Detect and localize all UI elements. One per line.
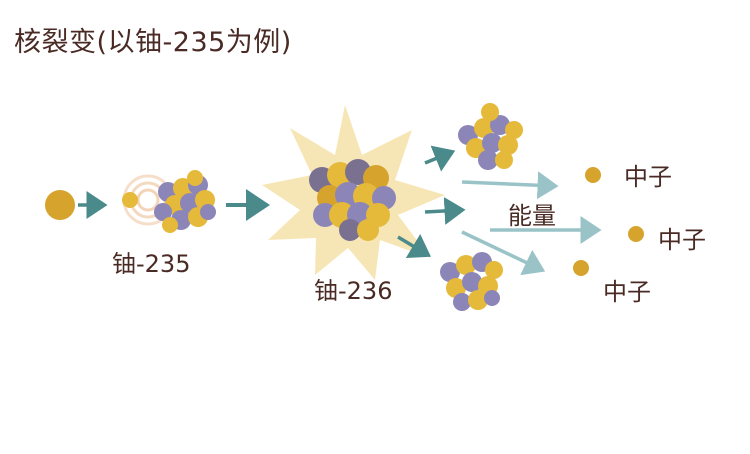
- neutron-label-3: 中子: [603, 278, 651, 306]
- u235-nucleus: [154, 170, 216, 233]
- u236-nucleus: [309, 159, 396, 241]
- neutron-2: [628, 226, 644, 242]
- incoming-neutron: [45, 190, 75, 220]
- energy-label: 能量: [508, 202, 556, 230]
- arrow-to-lower-fragment: [397, 233, 432, 259]
- absorbed-neutron: [122, 192, 138, 208]
- neutron-label-2: 中子: [658, 226, 706, 254]
- neutron-3: [573, 260, 589, 276]
- neutron-label-1: 中子: [624, 163, 672, 191]
- energy-arrow-upper: [461, 171, 559, 200]
- u236-label: 铀-236: [314, 277, 393, 305]
- energy-arrow-lower: [461, 230, 546, 276]
- neutron-1: [585, 167, 601, 183]
- u235-label: 铀-235: [112, 250, 191, 278]
- lower-fragment: [440, 252, 503, 311]
- arrow-to-energy: [424, 196, 466, 225]
- page-title: 核裂变(以铀-235为例): [14, 27, 292, 58]
- upper-fragment: [458, 103, 523, 170]
- arrow-to-upper-fragment: [424, 145, 456, 172]
